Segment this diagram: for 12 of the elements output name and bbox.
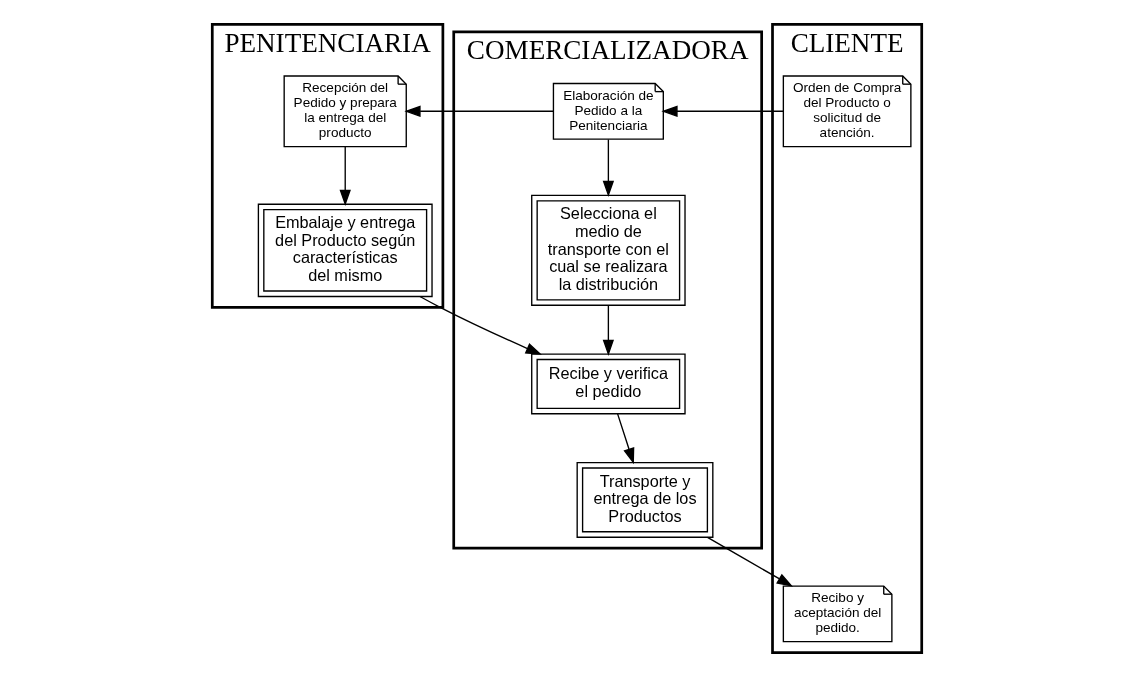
- node-box: Recibe y verifica el pedido: [531, 353, 686, 415]
- node-box: Transporte y entrega de los Productos: [576, 461, 714, 538]
- arrow: [602, 138, 615, 198]
- arrow: [419, 295, 542, 355]
- arrow: [602, 304, 615, 356]
- node-box: Embalaje y entrega del Producto según características del mismo: [257, 203, 433, 298]
- arrow: [404, 105, 554, 117]
- arrow: [706, 536, 794, 587]
- arrow: [661, 105, 784, 117]
- arrow: [616, 413, 635, 465]
- arrow: [339, 146, 351, 207]
- node-box: Selecciona el medio de transporte con el cual se realizara la distribución: [531, 194, 686, 306]
